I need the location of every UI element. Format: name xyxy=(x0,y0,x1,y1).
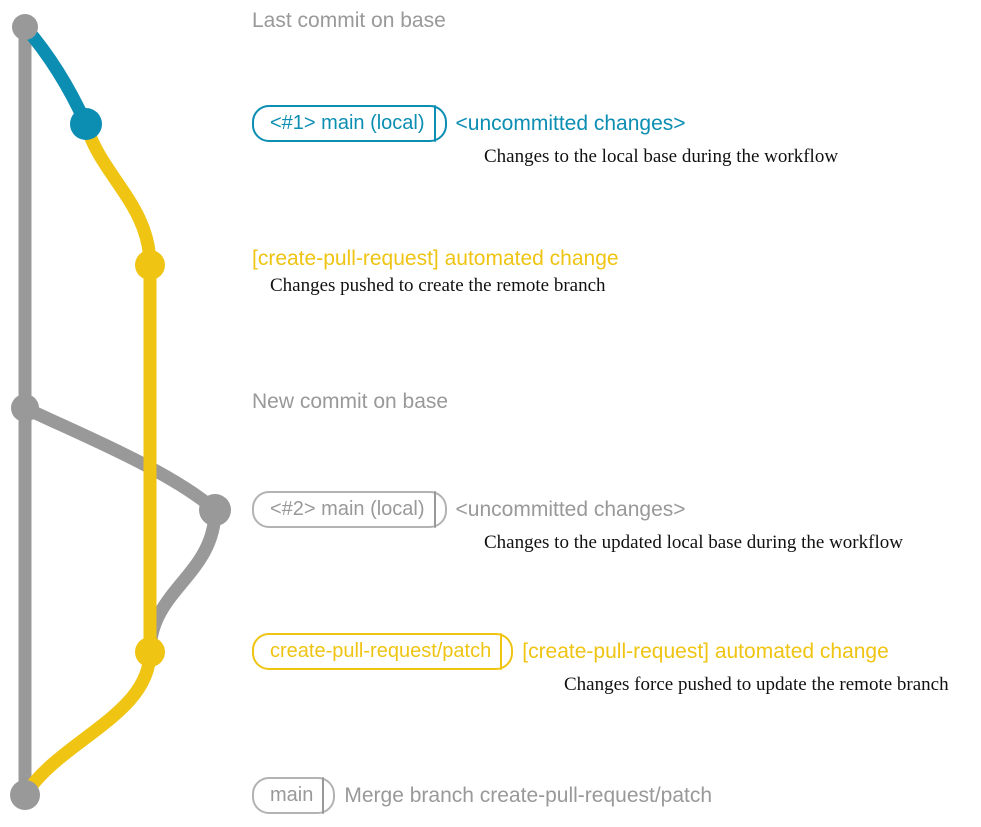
commit-subject: <uncommitted changes> xyxy=(455,112,686,135)
commit-note: Changes pushed to create the remote bran… xyxy=(270,275,606,296)
commit-subject: Merge branch create-pull-request/patch xyxy=(344,784,713,807)
commit-row-main: Last commit on base xyxy=(252,8,446,33)
git-commit-graph xyxy=(10,14,231,810)
commit-row: [create-pull-request] automated change C… xyxy=(252,246,619,297)
commit-row: create-pull-request/patch [create-pull-r… xyxy=(252,633,949,696)
commit-row-main: <#1> main (local) <uncommitted changes> xyxy=(252,105,838,142)
commit-subject: [create-pull-request] automated change xyxy=(522,640,889,663)
commit-note: Changes to the local base during the wor… xyxy=(484,146,839,167)
commit-note: Changes to the updated local base during… xyxy=(484,532,903,553)
ref-badge-main-local-2[interactable]: <#2> main (local) xyxy=(252,491,447,528)
commit-node-patch-1 xyxy=(135,250,165,280)
commit-nodes xyxy=(10,14,231,810)
ref-badge-main[interactable]: main xyxy=(252,777,336,814)
commit-subject: New commit on base xyxy=(252,390,449,413)
ref-badge-main-local-1[interactable]: <#1> main (local) xyxy=(252,105,447,142)
commit-row-main: New commit on base xyxy=(252,389,448,414)
commit-node-patch-2 xyxy=(135,637,165,667)
commit-row: Last commit on base xyxy=(252,8,446,33)
commit-row: <#2> main (local) <uncommitted changes> … xyxy=(252,491,903,554)
commit-node-local-1 xyxy=(70,108,102,140)
commit-subject: Last commit on base xyxy=(252,9,446,32)
commit-node-merge xyxy=(10,780,40,810)
edge-patch2-to-merge xyxy=(18,645,157,802)
commit-row: <#1> main (local) <uncommitted changes> … xyxy=(252,105,838,168)
commit-row-main: <#2> main (local) <uncommitted changes> xyxy=(252,491,903,528)
commit-node-local-2 xyxy=(199,494,231,526)
edge-local1-to-patch1 xyxy=(79,117,157,272)
commit-subject: <uncommitted changes> xyxy=(455,498,686,521)
commit-row-main: [create-pull-request] automated change xyxy=(252,246,619,271)
commit-row-main: create-pull-request/patch [create-pull-r… xyxy=(252,633,949,670)
commit-row-main: main Merge branch create-pull-request/pa… xyxy=(252,777,712,814)
ref-badge-create-pull-request-patch[interactable]: create-pull-request/patch xyxy=(252,633,514,670)
edge-base-to-detour xyxy=(18,401,222,517)
commit-node-base-head xyxy=(12,14,38,40)
commit-row: main Merge branch create-pull-request/pa… xyxy=(252,777,712,814)
commit-node-base-new xyxy=(11,394,39,422)
commit-row: New commit on base xyxy=(252,389,448,414)
commit-note: Changes force pushed to update the remot… xyxy=(564,674,949,695)
commit-subject: [create-pull-request] automated change xyxy=(252,247,619,270)
